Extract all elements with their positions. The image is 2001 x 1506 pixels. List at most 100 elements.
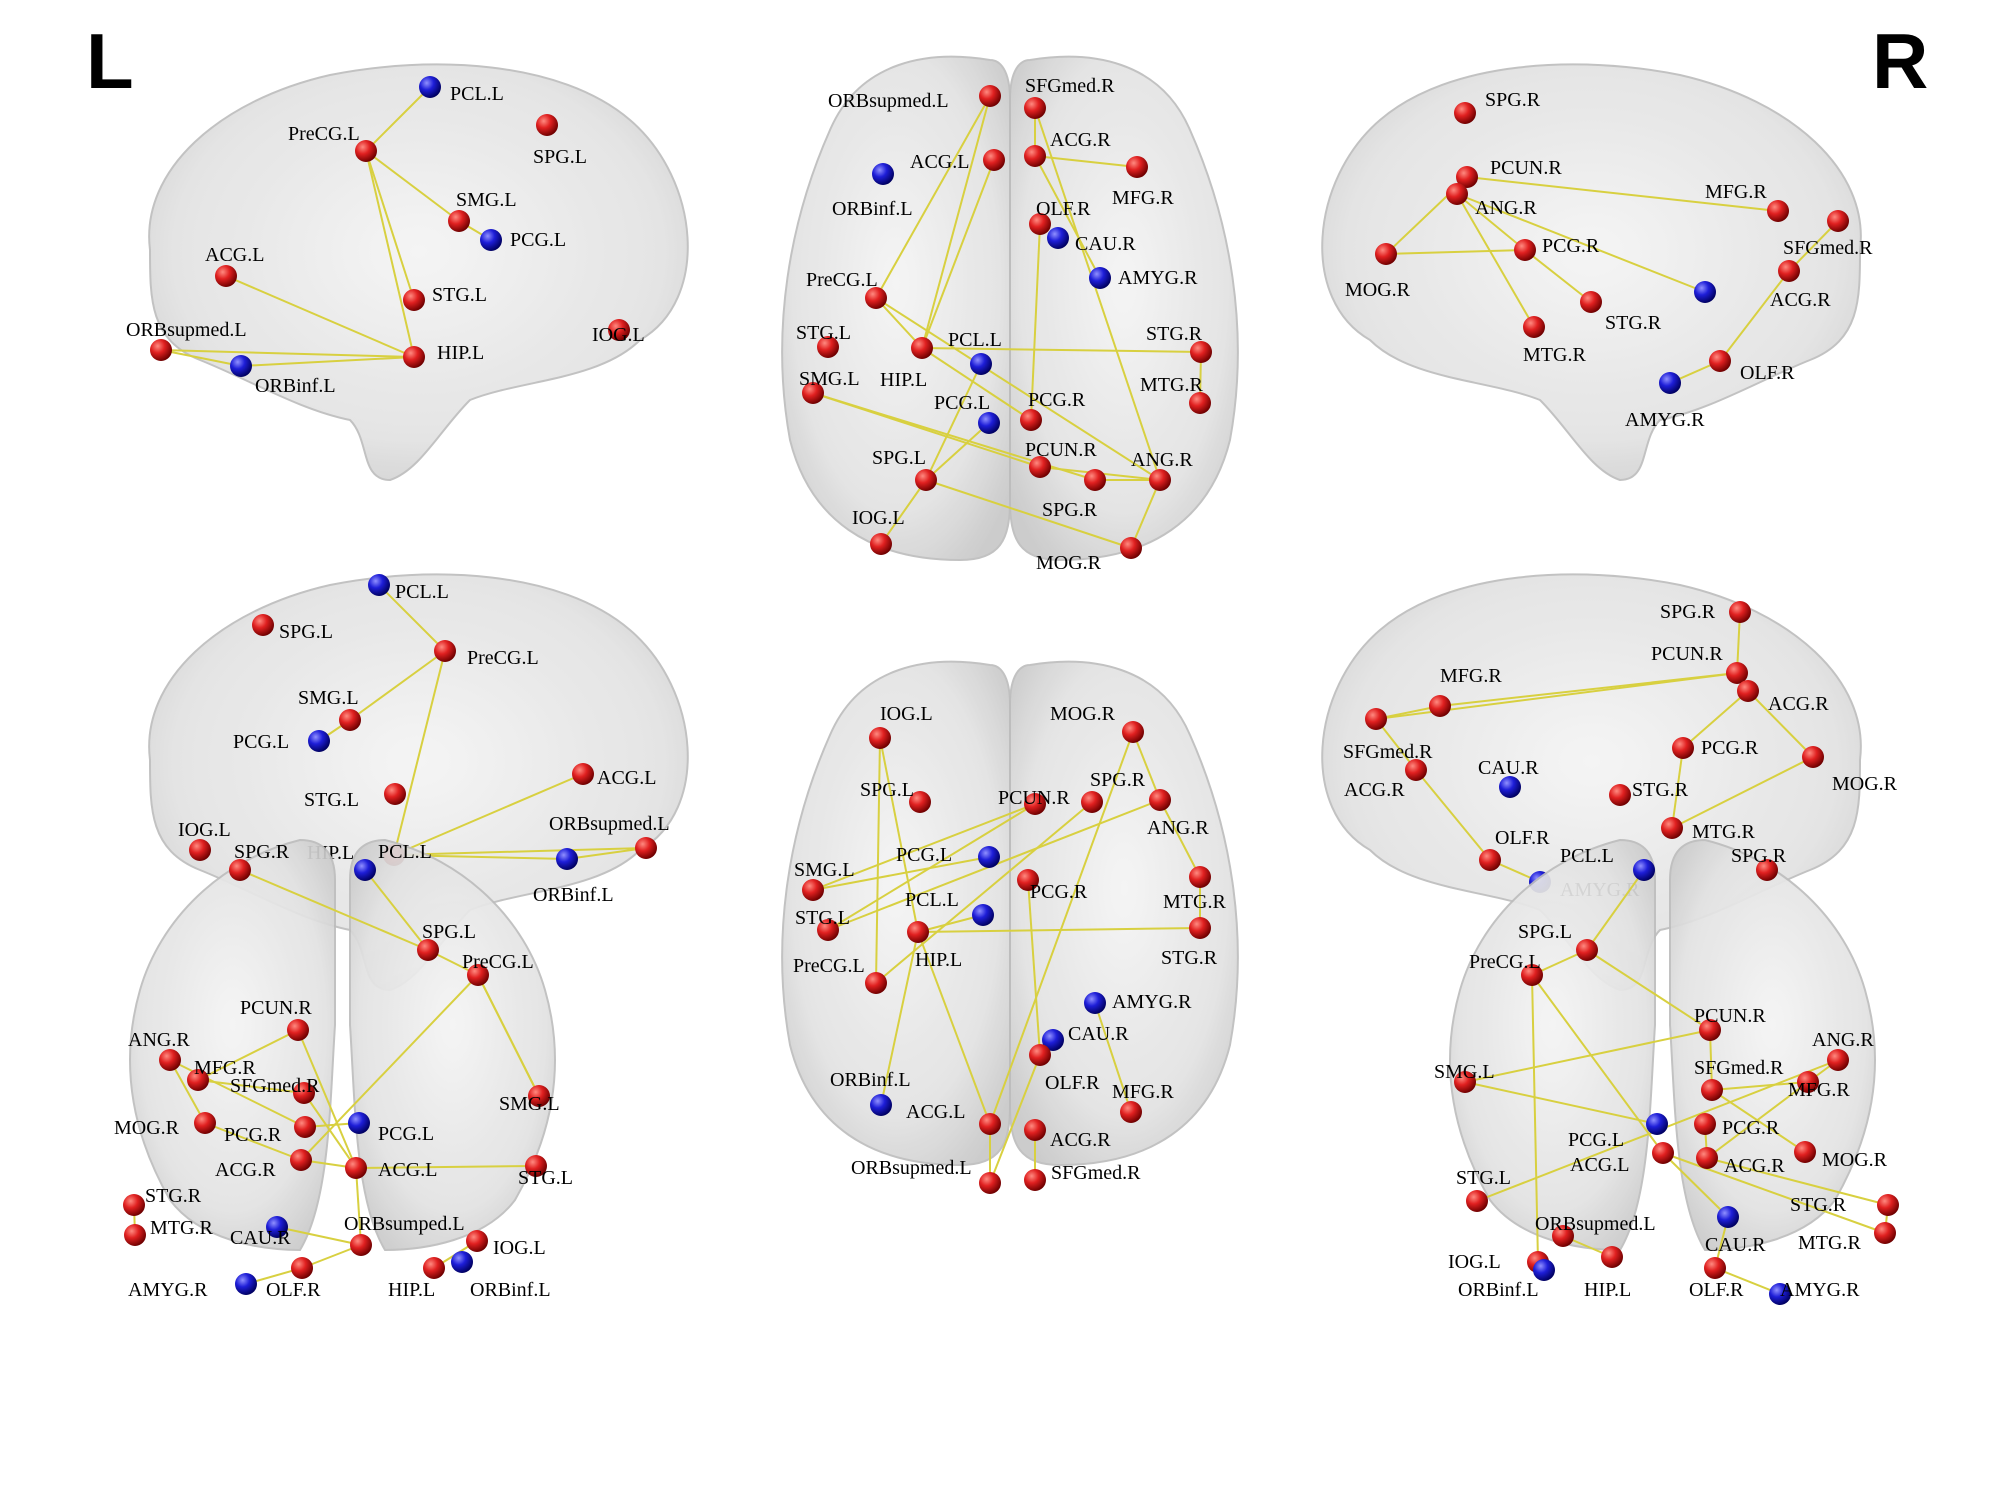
node-amyg-r bbox=[1084, 992, 1106, 1014]
node-mog-r bbox=[1122, 721, 1144, 743]
node-label: STG.L bbox=[518, 1167, 573, 1189]
node-spg-l bbox=[915, 469, 937, 491]
node-smg-l bbox=[339, 709, 361, 731]
connection-edge bbox=[1034, 155, 1101, 279]
node-stg-r bbox=[1580, 291, 1602, 313]
connection-edge bbox=[875, 297, 1161, 481]
node-label: AMYG.R bbox=[1625, 409, 1705, 431]
node-mog-r bbox=[1120, 537, 1142, 559]
node-label: HIP.L bbox=[880, 369, 927, 391]
brain-surface bbox=[1449, 838, 1656, 1252]
node-amyg-r bbox=[235, 1273, 257, 1295]
node-label: STG.R bbox=[145, 1185, 202, 1207]
node-label: ACG.R bbox=[1724, 1155, 1785, 1177]
node-label: MOG.R bbox=[114, 1117, 180, 1139]
node-sfgmed-r bbox=[1827, 210, 1849, 232]
node-cau-r bbox=[1047, 227, 1069, 249]
node-smg-l bbox=[802, 382, 824, 404]
node-label: IOG.L bbox=[493, 1237, 546, 1259]
connection-edge bbox=[1030, 223, 1041, 421]
node-label: STG.R bbox=[1605, 312, 1662, 334]
node-cau-r bbox=[1717, 1206, 1739, 1228]
node-label: MFG.R bbox=[1440, 665, 1502, 687]
node-label: SPG.L bbox=[1518, 921, 1572, 943]
node-label: ANG.R bbox=[1131, 449, 1193, 471]
node-label: MTG.R bbox=[1140, 374, 1203, 396]
node-label: ACG.R bbox=[1050, 1129, 1111, 1151]
node-spg-r bbox=[1729, 601, 1751, 623]
node-label: SFGmed.R bbox=[230, 1075, 320, 1097]
node-label: HIP.L bbox=[388, 1279, 435, 1301]
connection-edge bbox=[1094, 1002, 1132, 1113]
node-label: PreCG.L bbox=[793, 955, 865, 977]
node-mfg-r bbox=[1126, 156, 1148, 178]
node-label: MTG.R bbox=[1692, 821, 1755, 843]
node-label: AMYG.R bbox=[1780, 1279, 1860, 1301]
node-mfg-r bbox=[1429, 695, 1451, 717]
brain-surface bbox=[349, 838, 556, 1252]
node-iog-l bbox=[189, 839, 211, 861]
node-label: MTG.R bbox=[1798, 1232, 1861, 1254]
node-pcl-l bbox=[354, 859, 376, 881]
node-mtg-r bbox=[1189, 866, 1211, 888]
node-label: ORBsupmed.L bbox=[851, 1157, 972, 1179]
node-label: STG.L bbox=[432, 284, 487, 306]
node-label: SPG.L bbox=[872, 447, 926, 469]
node-label: SPG.R bbox=[234, 841, 290, 863]
node-label: SPG.R bbox=[1042, 499, 1098, 521]
node-label: ACG.R bbox=[1770, 289, 1831, 311]
connection-edge bbox=[378, 584, 446, 652]
node-label: PCG.R bbox=[1028, 389, 1086, 411]
node-label: IOG.L bbox=[852, 507, 905, 529]
node-label: MOG.R bbox=[1345, 279, 1411, 301]
node-spg-r bbox=[1084, 469, 1106, 491]
node-label: SPG.L bbox=[422, 921, 476, 943]
node-label: IOG.L bbox=[178, 819, 231, 841]
node-label: PreCG.L bbox=[467, 647, 539, 669]
node-precg-l bbox=[865, 972, 887, 994]
connection-edge bbox=[1456, 193, 1526, 251]
connection-edge bbox=[276, 1226, 362, 1246]
node-sfgmed-r bbox=[1024, 97, 1046, 119]
brain-surface bbox=[781, 55, 1011, 562]
node-label: SMG.L bbox=[499, 1093, 560, 1115]
node-stg-r bbox=[123, 1194, 145, 1216]
connection-edge bbox=[477, 974, 540, 1097]
node-mog-r bbox=[1375, 243, 1397, 265]
node-label: SFGmed.R bbox=[1051, 1162, 1141, 1184]
node-ang-r bbox=[159, 1049, 181, 1071]
node-orbsumped-l bbox=[350, 1234, 372, 1256]
left-hemisphere-label: L bbox=[86, 17, 134, 105]
node-label: MTG.R bbox=[1163, 891, 1226, 913]
node-amyg-r bbox=[1769, 1283, 1791, 1305]
node-label: PreCG.L bbox=[1469, 951, 1541, 973]
node-spg-r bbox=[1081, 791, 1103, 813]
node-label: SPG.R bbox=[1485, 89, 1541, 111]
node-orbsupmed-l bbox=[979, 85, 1001, 107]
node-smg-l bbox=[1454, 1071, 1476, 1093]
view-sagittal-left: PCL.LPreCG.LSPG.LSMG.LPCG.LACG.LSTG.LORB… bbox=[126, 63, 689, 482]
node-label: PCG.R bbox=[1722, 1117, 1780, 1139]
node-spg-l bbox=[1576, 939, 1598, 961]
connection-edge bbox=[875, 737, 881, 984]
connection-edge bbox=[365, 150, 460, 222]
node-orbinf-l bbox=[556, 848, 578, 870]
node-label: PreCG.L bbox=[288, 123, 360, 145]
node-label: HIP.L bbox=[437, 342, 484, 364]
node-stg-r bbox=[1877, 1194, 1899, 1216]
connection-edge bbox=[1747, 690, 1814, 758]
node-pcl-l bbox=[972, 904, 994, 926]
connection-edge bbox=[880, 931, 919, 1106]
node-label: SPG.R bbox=[1660, 601, 1716, 623]
node-spg-l bbox=[252, 614, 274, 636]
node-label: ORBsupmed.L bbox=[828, 90, 949, 112]
node-unlabeled bbox=[1694, 281, 1716, 303]
connection-edge bbox=[1706, 1157, 1889, 1206]
node-olf-r bbox=[1479, 849, 1501, 871]
node-orbinf-l bbox=[230, 355, 252, 377]
connection-edge bbox=[1719, 270, 1790, 362]
